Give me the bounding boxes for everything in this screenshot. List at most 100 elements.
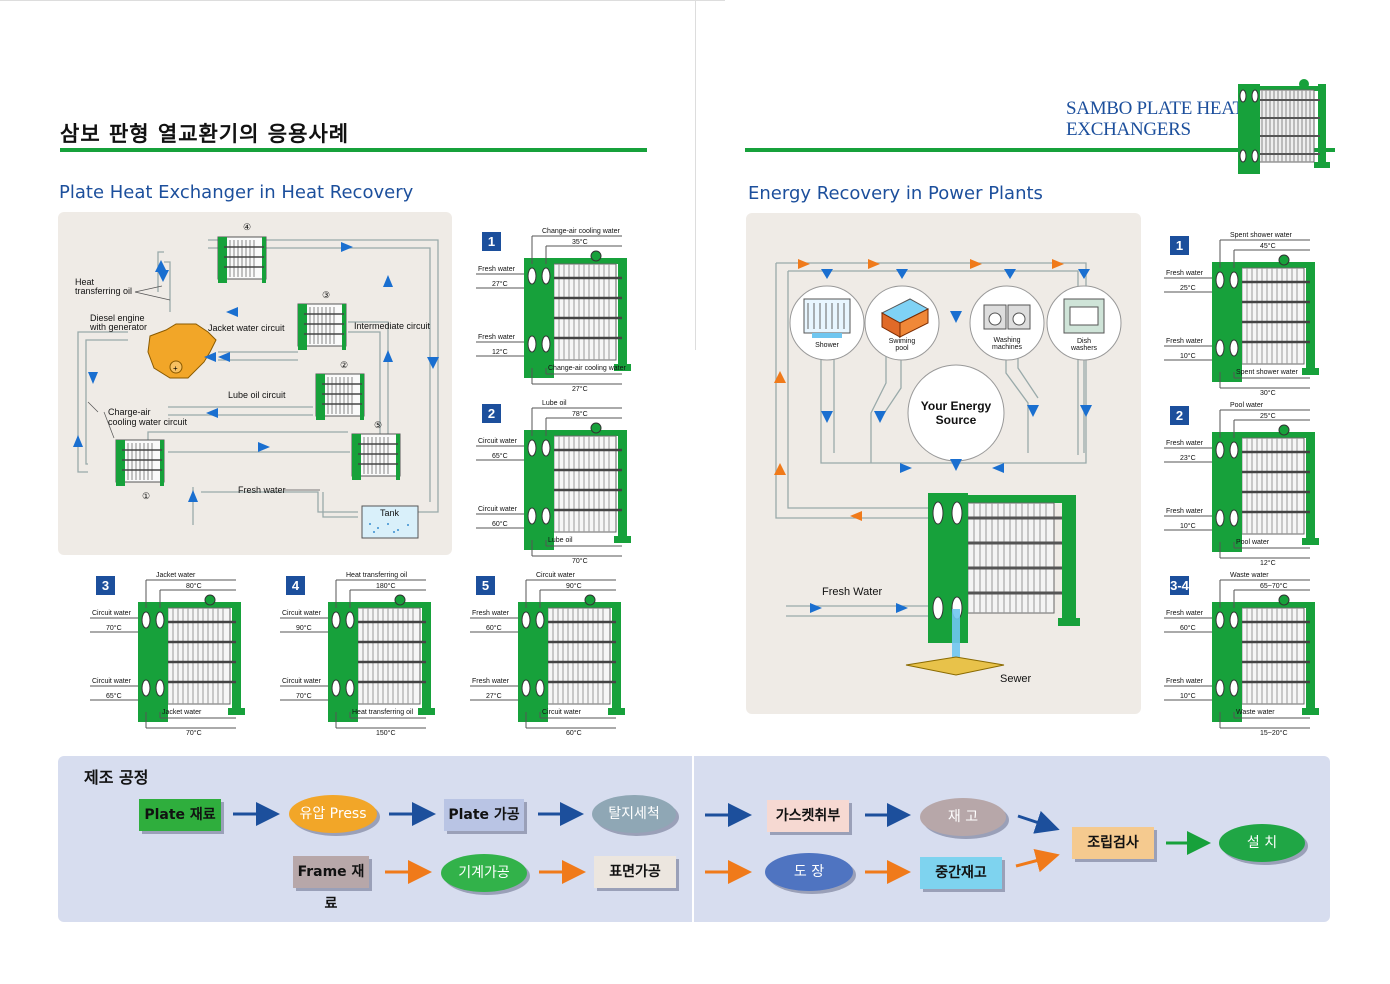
- unit-bottom-label: Jacket water: [162, 709, 202, 716]
- unit-top-temp: 65~70°C: [1260, 582, 1288, 590]
- unit-inlet-temp: 65°C: [492, 452, 508, 460]
- unit-top-temp: 25°C: [1260, 412, 1276, 420]
- step-frame-material: Frame 재료: [293, 856, 369, 912]
- heat-exchanger-logo-icon: [1238, 79, 1330, 174]
- unit-top-label: Waste water: [1230, 572, 1269, 579]
- unit-top-label: Circuit water: [536, 572, 576, 579]
- label-diesel-1: Diesel engine: [90, 313, 145, 323]
- unit-top-label: Jacket water: [156, 572, 196, 579]
- unit-inlet-temp: 60°C: [1180, 624, 1196, 632]
- unit-outlet-temp: 10°C: [1180, 352, 1196, 360]
- unit-bottom-temp: 12°C: [1260, 559, 1276, 567]
- label-lube-circuit: Lube oil circuit: [228, 390, 286, 400]
- unit-bottom-label: Circuit water: [542, 709, 582, 716]
- unit-inlet-label: Fresh water: [1166, 270, 1204, 277]
- unit-bottom-temp: 27°C: [572, 385, 588, 393]
- unit-number-badge: 3-4: [1170, 576, 1189, 595]
- label-charge-2: cooling water circuit: [108, 417, 188, 427]
- unit-inlet-label: Fresh water: [1166, 440, 1204, 447]
- step-painting: 도 장: [765, 853, 853, 891]
- unit-inlet-label: Circuit water: [478, 438, 518, 445]
- unit-inlet-label: Fresh water: [472, 610, 510, 617]
- unit-bottom-label: Waste water: [1236, 709, 1275, 716]
- hx-number-1: ①: [142, 491, 150, 501]
- label-fresh-water: Fresh water: [238, 485, 286, 495]
- unit-outlet-label: Fresh water: [1166, 678, 1204, 685]
- page-fold: [695, 0, 696, 350]
- heat-recovery-title: Plate Heat Exchanger in Heat Recovery: [59, 182, 414, 203]
- step-gasket: 가스켓취부: [767, 800, 849, 832]
- unit-outlet-temp: 70°C: [296, 692, 312, 700]
- label-dish-2: washers: [1070, 345, 1098, 352]
- label-source-2: Source: [936, 413, 977, 427]
- top-rule: [0, 0, 725, 1]
- unit-top-temp: 80°C: [186, 582, 202, 590]
- step-stock: 재 고: [920, 798, 1006, 836]
- shower-icon: [803, 298, 851, 338]
- unit-outlet-temp: 27°C: [486, 692, 502, 700]
- unit-inlet-temp: 90°C: [296, 624, 312, 632]
- label-sewer: Sewer: [1000, 673, 1032, 685]
- diesel-engine-icon: +: [147, 323, 217, 379]
- hx-number-4: ④: [243, 222, 251, 232]
- plate-heat-exchanger-icon: Waste water 65~70°C Fresh water 60°C Fresh w…: [1164, 572, 1319, 737]
- power-plants-diagram: Shower Swiming pool Washing machines Dis…: [774, 259, 1122, 685]
- hx-number-5: ⑤: [374, 420, 382, 430]
- unit-bottom-temp: 70°C: [186, 729, 202, 737]
- unit-number-badge: 1: [482, 232, 501, 251]
- step-hydraulic-press: 유압 Press: [289, 795, 377, 833]
- step-degreasing: 탈지세척: [592, 795, 676, 833]
- unit-top-label: Heat transferring oil: [346, 572, 408, 579]
- unit-top-label: Lube oil: [542, 400, 567, 407]
- label-wash-1: Washing: [994, 337, 1021, 344]
- unit-outlet-label: Fresh water: [1166, 338, 1204, 345]
- label-source-1: Your Energy: [921, 399, 992, 413]
- step-install: 설 치: [1219, 824, 1305, 862]
- label-shower: Shower: [815, 342, 839, 349]
- unit-bottom-label: Lube oil: [548, 537, 573, 544]
- unit-bottom-label: Heat transferring oil: [352, 709, 414, 716]
- heat-recovery-panel: + ④ ③ ② ⑤ ① Heat: [58, 212, 452, 555]
- label-swim-1: Swiming: [889, 338, 916, 345]
- unit-outlet-label: Fresh water: [478, 334, 516, 341]
- step-plate-material: Plate 재료: [139, 799, 221, 831]
- unit-inlet-label: Circuit water: [92, 610, 132, 617]
- unit-outlet-temp: 12°C: [492, 348, 508, 356]
- label-tank: Tank: [380, 508, 400, 518]
- step-machining: 기계가공: [441, 854, 527, 892]
- unit-outlet-temp: 65°C: [106, 692, 122, 700]
- label-jacket-circuit: Jacket water circuit: [208, 323, 285, 333]
- heat-recovery-diagram: + ④ ③ ② ⑤ ① Heat: [73, 222, 439, 539]
- brand-underline: [745, 148, 1335, 152]
- washing-machine-icon: [983, 304, 1031, 330]
- hx-number-2: ②: [340, 360, 348, 370]
- label-charge-1: Charge-air: [108, 407, 151, 417]
- label-heat-oil-2: transferring oil: [75, 286, 132, 296]
- step-mid-stock: 중간재고: [920, 857, 1002, 889]
- unit-top-temp: 180°C: [376, 582, 396, 590]
- unit-top-label: Pool water: [1230, 402, 1264, 409]
- brand-name: SAMBO PLATE HEAT EXCHANGERS: [1066, 98, 1244, 140]
- unit-inlet-temp: 27°C: [492, 280, 508, 288]
- unit-outlet-label: Fresh water: [472, 678, 510, 685]
- label-swim-2: pool: [895, 345, 909, 352]
- unit-inlet-label: Fresh water: [1166, 610, 1204, 617]
- title-underline: [60, 148, 647, 152]
- step-surface: 표면가공: [594, 856, 676, 888]
- unit-number-badge: 1: [1170, 236, 1189, 255]
- unit-inlet-temp: 25°C: [1180, 284, 1196, 292]
- unit-number-badge: 3: [96, 576, 115, 595]
- unit-inlet-temp: 60°C: [486, 624, 502, 632]
- plate-heat-exchanger-icon: [928, 493, 1080, 669]
- label-dish-1: Dish: [1077, 338, 1091, 345]
- unit-outlet-temp: 10°C: [1180, 692, 1196, 700]
- label-wash-2: machines: [992, 344, 1022, 351]
- unit-inlet-label: Fresh water: [478, 266, 516, 273]
- power-plants-title: Energy Recovery in Power Plants: [748, 183, 1043, 204]
- unit-inlet-temp: 23°C: [1180, 454, 1196, 462]
- unit-top-temp: 90°C: [566, 582, 582, 590]
- unit-top-label: Change-air cooling water: [542, 228, 620, 235]
